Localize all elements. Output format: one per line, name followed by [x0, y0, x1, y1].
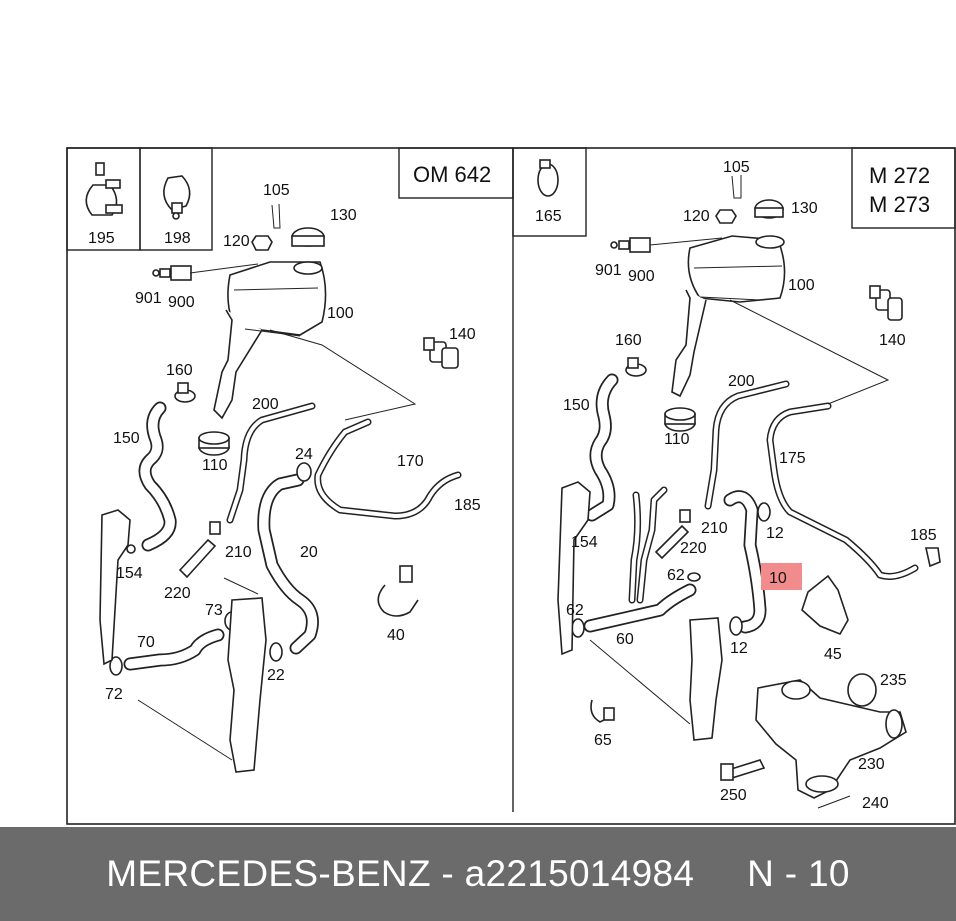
label-right-65: 65: [594, 732, 612, 749]
clamp-165-icon: [537, 159, 559, 197]
clip-185-right-icon: [925, 547, 941, 568]
clip-198-icon: [163, 175, 191, 220]
label-left-130: 130: [330, 207, 357, 224]
label-left-72: 72: [105, 686, 123, 703]
footer-bar: MERCEDES-BENZ - a2215014984 N - 10: [0, 827, 956, 921]
label-left-210: 210: [225, 544, 252, 561]
label-right-250: 250: [720, 787, 747, 804]
label-right-220: 220: [680, 540, 707, 557]
label-right-62b: 62: [566, 602, 584, 619]
clamp-140-left-icon: [423, 337, 459, 369]
label-left-185: 185: [454, 497, 481, 514]
seals-left: [109, 462, 312, 676]
clamp-160-left-icon: [174, 382, 196, 403]
right-panel: 165 M 272 M 273: [512, 147, 956, 812]
label-right-185: 185: [910, 527, 937, 544]
left-panel: 195 198 OM 642: [66, 147, 514, 773]
label-right-200: 200: [728, 373, 755, 390]
inset-label-195: 195: [88, 230, 115, 247]
thermostat-housing-230: [720, 673, 907, 809]
clamp-160-right-icon: [625, 357, 647, 377]
engine-code-box-right: [851, 147, 956, 229]
inset-label-165: 165: [535, 208, 562, 225]
hose-10-right: [723, 490, 767, 634]
label-left-70: 70: [137, 634, 155, 651]
label-left-200: 200: [252, 396, 279, 413]
grommet-110-left-icon: [198, 431, 230, 456]
label-right-230: 230: [858, 756, 885, 773]
sensor-901-icon: [152, 263, 259, 281]
label-left-120: 120: [223, 233, 250, 250]
label-right-175: 175: [779, 450, 806, 467]
connector-220-right-icon: [654, 509, 691, 560]
hose-170-left: [314, 418, 462, 520]
hose-60-right: [583, 486, 697, 633]
label-right-235: 235: [880, 672, 907, 689]
hose-70-left: [123, 628, 225, 671]
highlight-part-10: [761, 563, 802, 590]
hose-20-left: [257, 473, 319, 655]
label-left-170: 170: [397, 453, 424, 470]
connector-220-left-icon: [178, 521, 221, 579]
label-right-12b: 12: [730, 640, 748, 657]
engine-block-left: [99, 509, 267, 773]
label-right-60: 60: [616, 631, 634, 648]
label-left-24: 24: [295, 446, 313, 463]
label-right-62a: 62: [667, 567, 685, 584]
label-right-140: 140: [879, 332, 906, 349]
label-right-900: 900: [628, 268, 655, 285]
engine-block-right: [557, 481, 723, 741]
label-left-154: 154: [116, 565, 143, 582]
hose-150-left: [138, 401, 177, 552]
inset-box-198: [139, 147, 213, 251]
parts-diagram: 195 198 OM 642: [66, 147, 956, 825]
label-right-240: 240: [862, 795, 889, 812]
engine-code-right-1: M 272: [869, 163, 930, 188]
label-right-120: 120: [683, 208, 710, 225]
label-right-110: 110: [664, 431, 690, 448]
expansion-tank-right: [671, 175, 786, 398]
label-right-901: 901: [595, 262, 622, 279]
label-right-210: 210: [701, 520, 728, 537]
bracket-40-left-icon: [377, 565, 419, 617]
label-left-22: 22: [267, 667, 285, 684]
footer-part-number: MERCEDES-BENZ - a2215014984 N - 10: [106, 853, 850, 894]
label-left-105: 105: [263, 182, 290, 199]
label-left-140: 140: [449, 326, 476, 343]
shield-45-right: [801, 574, 849, 636]
label-left-900: 900: [168, 294, 195, 311]
label-right-12a: 12: [766, 525, 784, 542]
label-right-100: 100: [788, 277, 815, 294]
clamp-65-right-icon: [590, 699, 615, 723]
label-right-130: 130: [791, 200, 818, 217]
label-right-105: 105: [723, 159, 750, 176]
label-left-73: 73: [205, 602, 223, 619]
label-left-160: 160: [166, 362, 193, 379]
expansion-tank-left: [213, 203, 327, 420]
clamp-140-right-icon: [869, 285, 903, 321]
label-left-100: 100: [327, 305, 354, 322]
hose-150-right: [585, 373, 619, 522]
engine-code-right-2: M 273: [869, 192, 930, 217]
label-right-150: 150: [563, 397, 590, 414]
label-left-150: 150: [113, 430, 140, 447]
inset-label-198: 198: [164, 230, 191, 247]
hose-200-left: [226, 402, 316, 524]
label-right-154: 154: [571, 534, 598, 551]
label-left-20: 20: [300, 544, 318, 561]
label-right-160: 160: [615, 332, 642, 349]
label-right-10: 10: [769, 570, 787, 587]
inset-box-165: [512, 147, 587, 237]
sensor-901-right-icon: [610, 237, 723, 253]
label-left-220: 220: [164, 585, 191, 602]
hose-175-right: [766, 402, 919, 580]
label-right-45: 45: [824, 646, 842, 663]
label-left-110: 110: [202, 457, 228, 474]
label-left-40: 40: [387, 627, 405, 644]
hose-200-right: [704, 380, 790, 510]
label-left-901: 901: [135, 290, 162, 307]
engine-code-left: OM 642: [413, 162, 491, 187]
clip-195-icon: [85, 162, 123, 216]
grommet-110-right-icon: [664, 407, 696, 432]
